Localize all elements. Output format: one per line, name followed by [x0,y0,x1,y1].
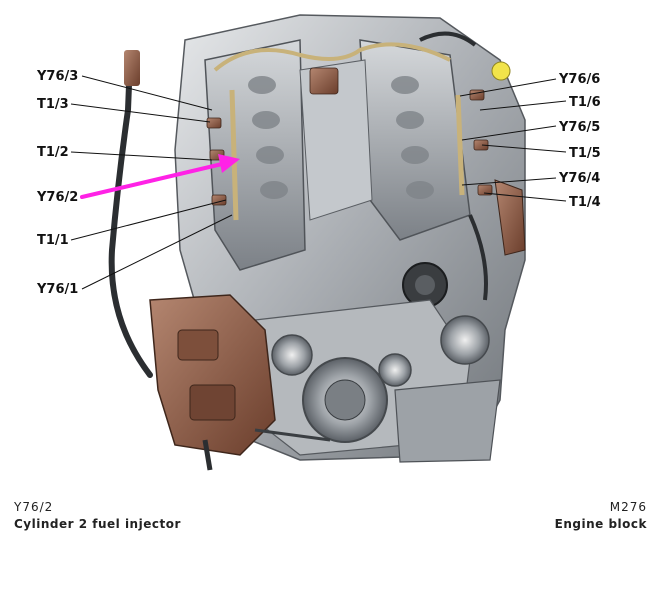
engine-model: M276 [609,500,647,514]
component-description: Cylinder 2 fuel injector [14,517,181,531]
idler-pulley-right [378,353,412,387]
component-code: Y76/2 [14,500,54,514]
label-t1-6: T1/6 [569,95,601,110]
idler-pulley-left [271,334,313,376]
label-y76-2: Y76/2 [36,190,78,205]
cable-connector [124,50,140,86]
sensor-cable [108,57,153,378]
leader-t1-4 [483,192,567,202]
fuel-line-top [213,42,451,72]
diagram-category: Engine block [554,517,647,531]
exhaust-manifold-right [494,179,526,256]
label-y76-3: Y76/3 [36,69,78,84]
label-t1-1: T1/1 [37,233,69,248]
leader-t1-1 [70,199,227,241]
leader-t1-5 [481,144,567,153]
leader-t1-3 [70,103,211,123]
callout-labels: Y76/3 T1/3 T1/2 Y76/2 T1/1 Y76/1 Y76/6 T… [36,69,601,297]
leader-lines [70,75,567,290]
label-y76-5: Y76/5 [558,120,600,135]
oil-cap [491,61,511,81]
label-y76-4: Y76/4 [558,171,600,186]
water-pump [440,315,490,365]
leader-t1-6 [479,100,567,111]
label-t1-4: T1/4 [569,195,601,210]
leader-y76-1 [81,214,233,290]
fuel-rail-right [455,94,465,196]
arrow-pointer-icon [80,154,240,199]
label-y76-6: Y76/6 [558,72,600,87]
engine-illustration [108,14,526,471]
intake-valley [299,59,373,221]
label-t1-5: T1/5 [569,146,601,161]
leader-y76-5 [461,125,557,141]
leader-y76-6 [459,78,557,97]
leader-y76-4 [461,177,557,186]
oil-pan [394,379,501,463]
label-t1-2: T1/2 [37,145,69,160]
label-t1-3: T1/3 [37,97,69,112]
label-y76-1: Y76/1 [36,282,78,297]
leader-y76-3 [81,75,213,111]
leader-t1-2 [70,151,213,161]
fuel-rail-left [229,89,239,221]
